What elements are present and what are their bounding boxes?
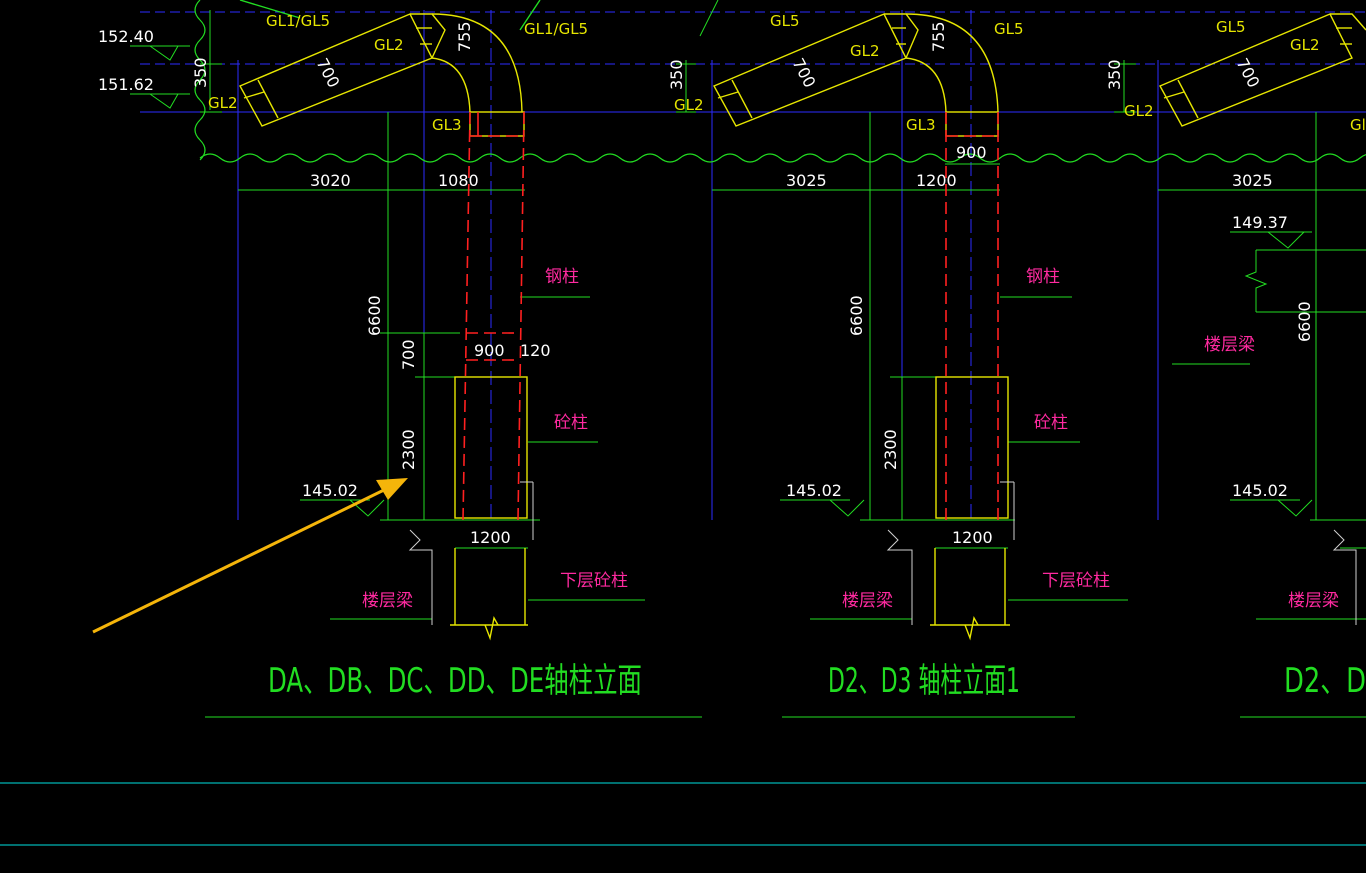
dim-1200: 1200 — [470, 528, 511, 547]
el-base-label: 145.02 — [302, 481, 358, 500]
dim-1200: 1200 — [952, 528, 993, 547]
dim-900: 900 — [956, 143, 987, 162]
tag-gl2-a: GL2 — [374, 36, 404, 54]
elevation-2: 145.02 3025 1200 900 1200 350 6600 2300 … — [667, 0, 1128, 718]
dim-6600: 6600 — [847, 295, 866, 336]
elevation-2-title: D2、D3 轴柱立面1 — [828, 661, 1020, 701]
dim-3020: 3020 — [310, 171, 351, 190]
dim-3025: 3025 — [786, 171, 827, 190]
dim-1200-top: 1200 — [916, 171, 957, 190]
dim-700-beam: 700 — [1232, 55, 1263, 91]
dim-700-beam: 700 — [312, 55, 343, 91]
break-line-wave — [199, 153, 1366, 163]
annotation-arrow — [92, 478, 408, 634]
el-base-label: 145.02 — [1232, 481, 1288, 500]
elevation-3-title: D2、D — [1284, 661, 1366, 701]
note-floor-beam: 楼层梁 — [842, 591, 893, 611]
el-mid-label: 151.62 — [98, 75, 154, 94]
dim-700-beam: 700 — [788, 55, 819, 91]
dim-2300: 2300 — [881, 429, 900, 470]
elevation-1: 152.40 151.62 145.02 3020 1080 900 120 1… — [98, 0, 702, 718]
tag-gl5-left: GL5 — [770, 12, 800, 30]
tag-gl2-b: GL2 — [1124, 102, 1154, 120]
dim-3025: 3025 — [1232, 171, 1273, 190]
note-concrete-column: 砼柱 — [554, 413, 588, 433]
tag-gl2-a: GL2 — [850, 42, 880, 60]
el-top-label: 152.40 — [98, 27, 154, 46]
note-floor-beam-mid: 楼层梁 — [1204, 335, 1255, 355]
note-concrete-column: 砼柱 — [1034, 413, 1068, 433]
elevation-1-title: DA、DB、DC、DD、DE轴柱立面 — [268, 661, 642, 701]
dim-6600: 6600 — [1295, 301, 1314, 342]
note-steel-column: 钢柱 — [545, 267, 579, 287]
tag-gl-cut: Gl — [1350, 116, 1366, 134]
note-floor-beam: 楼层梁 — [1288, 591, 1339, 611]
tag-gl2-b: GL2 — [208, 94, 238, 112]
note-steel-column: 钢柱 — [1026, 267, 1060, 287]
note-lower-column: 下层砼柱 — [560, 571, 628, 591]
tag-gl2-a: GL2 — [1290, 36, 1320, 54]
dim-350: 350 — [667, 59, 686, 90]
tag-gl1-gl5-right: GL1/GL5 — [524, 20, 588, 38]
frame-lines — [0, 782, 1366, 846]
dim-900: 900 — [474, 341, 505, 360]
dim-350: 350 — [1105, 59, 1124, 90]
axis-lines — [140, 10, 1366, 520]
note-lower-column: 下层砼柱 — [1042, 571, 1110, 591]
dim-2300: 2300 — [399, 429, 418, 470]
el-mid-label: 149.37 — [1232, 213, 1288, 232]
dim-120: 120 — [520, 341, 551, 360]
tag-gl1-gl5-left: GL1/GL5 — [266, 12, 330, 30]
dim-700: 700 — [399, 339, 418, 370]
tag-gl5-right: GL5 — [994, 20, 1024, 38]
dim-6600: 6600 — [365, 295, 384, 336]
tag-gl3: GL3 — [432, 116, 462, 134]
note-floor-beam: 楼层梁 — [362, 591, 413, 611]
dim-1080: 1080 — [438, 171, 479, 190]
elevation-3: 149.37 145.02 3025 350 6600 700 GL5 GL2 … — [1105, 13, 1366, 718]
dim-755: 755 — [929, 21, 948, 52]
break-line-left-edge — [194, 0, 206, 161]
tag-gl3: GL3 — [906, 116, 936, 134]
dim-350: 350 — [191, 57, 210, 88]
dim-755: 755 — [455, 21, 474, 52]
tag-gl2-b: GL2 — [674, 96, 704, 114]
el-base-label: 145.02 — [786, 481, 842, 500]
tag-gl5: GL5 — [1216, 18, 1246, 36]
